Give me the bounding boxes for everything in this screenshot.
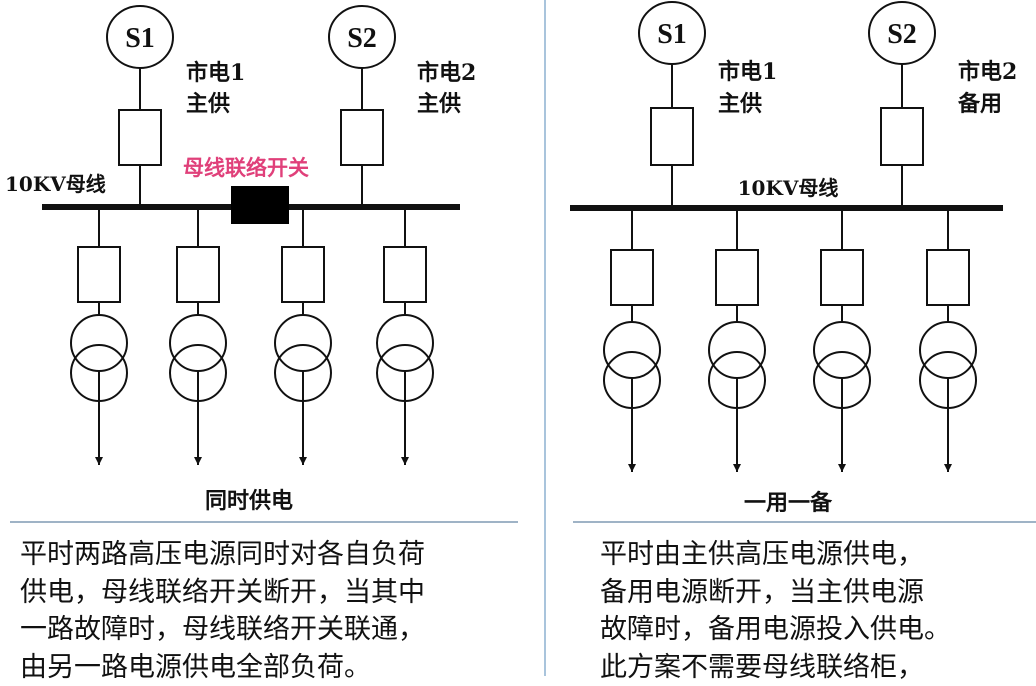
transformer-primary-winding [170,315,226,371]
arrow-down-icon [628,464,636,472]
feeder-breaker [177,247,219,302]
feeder-breaker [821,250,863,305]
transformer-primary-winding [71,315,127,371]
right-caption: 一用一备 [744,490,833,516]
right-description: 平时由主供高压电源供电， 备用电源断开，当主供电源 故障时，备用电源投入供电。 … [600,536,951,686]
transformer-primary-winding [604,322,660,378]
feeder-breaker [384,247,426,302]
right-description-line: 此方案不需要母线联络柜， [600,649,951,686]
arrow-down-icon [194,457,202,465]
right-description-line: 备用电源断开，当主供电源 [600,574,951,612]
arrow-down-icon [944,464,952,472]
left-diagram [42,6,460,465]
right-diagram [570,2,1003,472]
arrow-down-icon [838,464,846,472]
arrow-down-icon [733,464,741,472]
transformer-primary-winding [709,322,765,378]
left-bus-label: 10KV母线 [5,172,106,196]
right-source2-label: S2 [887,19,917,50]
left-caption: 同时供电 [205,488,293,514]
left-source1-label: S1 [125,23,155,54]
right-description-line: 故障时，备用电源投入供电。 [600,611,951,649]
incoming-breaker [119,110,161,165]
right-source1-label: S1 [657,19,687,50]
arrow-down-icon [299,457,307,465]
feeder-breaker [927,250,969,305]
transformer-primary-winding [814,322,870,378]
right-source2-role: 备用 [957,91,1002,117]
transformer-primary-winding [275,315,331,371]
left-source1-name: 市电1 [186,60,245,86]
incoming-breaker [881,108,923,165]
left-description-line: 供电，母线联络开关断开，当其中 [20,574,425,612]
right-bus-label: 10KV母线 [738,176,839,200]
arrow-down-icon [401,457,409,465]
right-source1-role: 主供 [718,91,762,117]
feeder-breaker [611,250,653,305]
left-description-line: 一路故障时，母线联络开关联通， [20,611,425,649]
right-source1-name: 市电1 [718,59,777,85]
left-source2-role: 主供 [417,91,461,117]
left-description-line: 平时两路高压电源同时对各自负荷 [20,536,425,574]
left-description-line: 由另一路电源供电全部负荷。 [20,649,425,686]
left-description: 平时两路高压电源同时对各自负荷 供电，母线联络开关断开，当其中 一路故障时，母线… [20,536,425,686]
right-source2-name: 市电2 [958,59,1017,85]
right-description-line: 平时由主供高压电源供电， [600,536,951,574]
incoming-breaker [341,110,383,165]
incoming-breaker [651,108,693,165]
bus-coupler-label: 母线联络开关 [183,155,309,180]
feeder-breaker [78,247,120,302]
feeder-breaker [716,250,758,305]
bus-coupler-switch [231,186,289,224]
feeder-breaker [282,247,324,302]
left-source2-label: S2 [347,23,377,54]
left-source2-name: 市电2 [417,60,476,86]
transformer-primary-winding [920,322,976,378]
arrow-down-icon [95,457,103,465]
transformer-primary-winding [377,315,433,371]
left-source1-role: 主供 [186,91,230,117]
